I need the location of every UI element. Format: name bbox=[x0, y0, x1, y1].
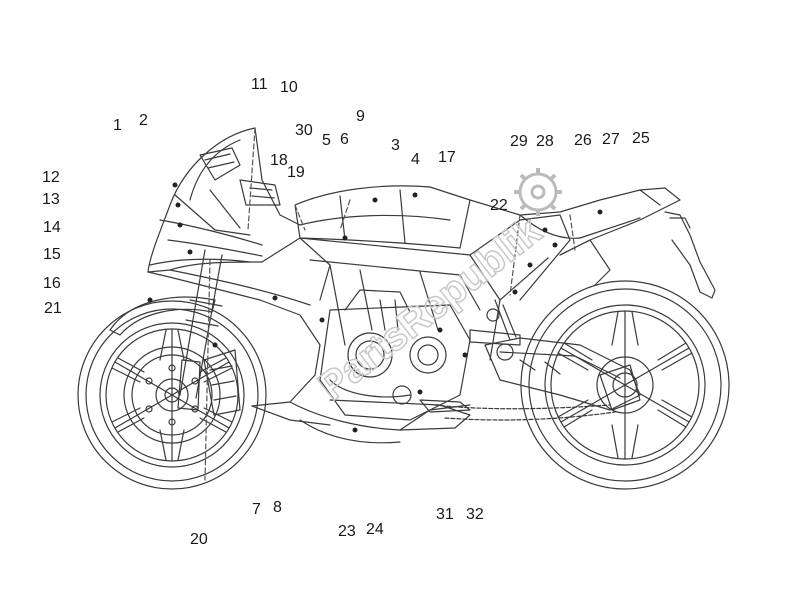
callout-2: 2 bbox=[139, 112, 148, 129]
callout-10: 10 bbox=[280, 79, 298, 96]
front-fender bbox=[109, 296, 216, 336]
front-wheel bbox=[77, 300, 267, 490]
callout-22: 22 bbox=[490, 197, 508, 214]
footpegs bbox=[419, 329, 521, 413]
callout-28: 28 bbox=[536, 133, 554, 150]
marker-dots bbox=[147, 182, 603, 433]
callout-13: 13 bbox=[42, 191, 60, 208]
rear-wheel bbox=[520, 280, 730, 490]
callout-3: 3 bbox=[391, 137, 400, 154]
callout-8: 8 bbox=[273, 499, 282, 516]
belly-pan bbox=[289, 399, 471, 444]
callout-19: 19 bbox=[287, 164, 305, 181]
callout-30: 30 bbox=[295, 122, 313, 139]
license-holder bbox=[664, 211, 716, 299]
callout-11: 11 bbox=[251, 76, 268, 93]
chain bbox=[434, 404, 616, 421]
callout-18: 18 bbox=[270, 152, 288, 169]
side-fairing bbox=[147, 237, 331, 426]
fuel-tank bbox=[294, 185, 471, 249]
callout-9: 9 bbox=[356, 108, 365, 125]
callout-1: 1 bbox=[113, 117, 122, 134]
decal-lines bbox=[204, 127, 576, 481]
callout-5: 5 bbox=[322, 132, 331, 149]
callout-26: 26 bbox=[574, 132, 592, 149]
callout-4: 4 bbox=[411, 151, 420, 168]
callout-7: 7 bbox=[252, 501, 261, 518]
callout-31: 31 bbox=[436, 506, 454, 523]
cockpit bbox=[239, 127, 301, 226]
callout-29: 29 bbox=[510, 133, 528, 150]
callout-12: 12 bbox=[42, 169, 60, 186]
callout-32: 32 bbox=[466, 506, 484, 523]
front-fairing bbox=[147, 127, 263, 273]
callout-23: 23 bbox=[338, 523, 356, 540]
callout-17: 17 bbox=[438, 149, 456, 166]
callout-21: 21 bbox=[44, 300, 62, 317]
callout-27: 27 bbox=[602, 131, 620, 148]
engine bbox=[319, 289, 471, 421]
callout-20: 20 bbox=[190, 531, 208, 548]
callout-16: 16 bbox=[43, 275, 61, 292]
callout-25: 25 bbox=[632, 130, 650, 147]
callout-14: 14 bbox=[43, 219, 61, 236]
callout-6: 6 bbox=[340, 131, 349, 148]
callout-24: 24 bbox=[366, 521, 384, 538]
callout-15: 15 bbox=[43, 246, 61, 263]
